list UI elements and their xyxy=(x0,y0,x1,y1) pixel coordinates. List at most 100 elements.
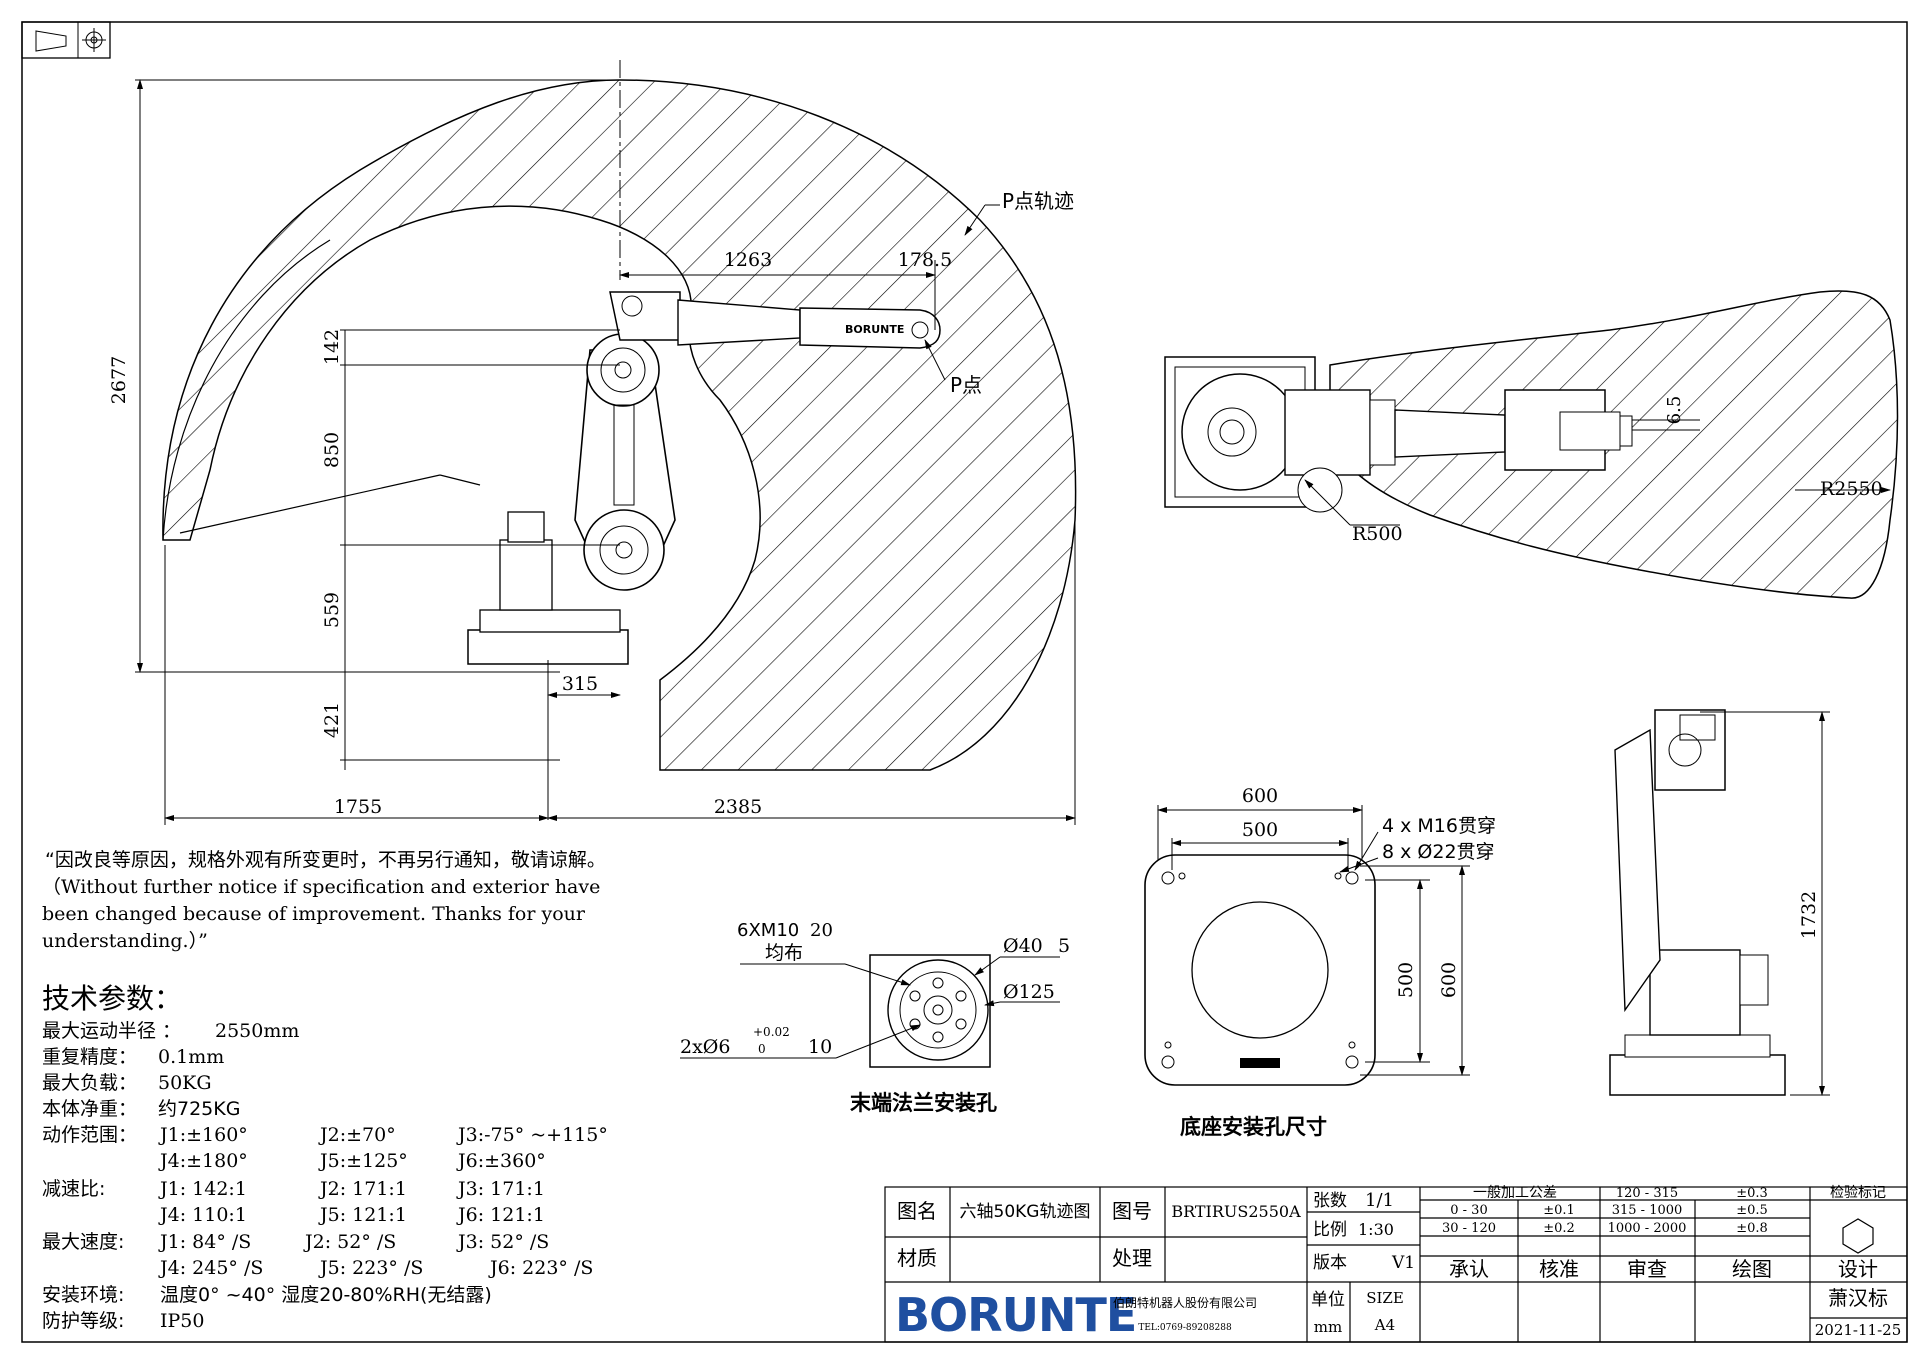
flange-tol-lower: 0 xyxy=(758,1042,766,1056)
notice-block: “因改良等原因，规格外观有所变更时，不再另行通知，敬请谅解。 （Without … xyxy=(42,849,606,952)
dim-421: 421 xyxy=(321,702,343,738)
material-label: 材质 xyxy=(897,1246,937,1270)
env-value: 温度0° ~40° 湿度20-80%RH(无结露) xyxy=(160,1284,492,1306)
front-view-dimensions xyxy=(1700,711,1830,1096)
company-logo: BORUNTE xyxy=(895,1288,1136,1342)
ratio-1-1: J5: 121:1 xyxy=(318,1204,407,1226)
spec-value-0: 2550mm xyxy=(215,1020,299,1042)
tol-0-1: ±0.1 xyxy=(1543,1203,1575,1218)
speed-1-0: J4: 245° /S xyxy=(158,1257,263,1279)
tol-1-3: ±0.5 xyxy=(1736,1203,1768,1218)
top-view-robot xyxy=(1164,356,1633,513)
spec-value-3: 约725KG xyxy=(158,1098,240,1120)
flange-even-callout: 均布 xyxy=(765,942,803,964)
ratio-1-0: J4: 110:1 xyxy=(158,1204,247,1226)
speed-0-0: J1: 84° /S xyxy=(158,1231,251,1253)
tol-0-0: 0 - 30 xyxy=(1450,1203,1487,1218)
side-view-dimensions xyxy=(135,79,1076,825)
flange-pin-callout: 2xØ6 xyxy=(680,1036,730,1058)
ratio-label: 减速比: xyxy=(42,1178,105,1200)
spec-label-2: 最大负载： xyxy=(42,1072,137,1094)
spec-label-1: 重复精度： xyxy=(42,1046,137,1068)
dim-2385: 2385 xyxy=(714,796,762,818)
tol-0-3: ±0.3 xyxy=(1736,1186,1768,1201)
tol-1-0: 30 - 120 xyxy=(1442,1221,1496,1236)
flange-title: 末端法兰安装孔 xyxy=(850,1091,997,1115)
designer-name: 萧汉标 xyxy=(1828,1286,1888,1310)
range-0-1: J2:±70° xyxy=(318,1124,396,1146)
ratio-0-0: J1: 142:1 xyxy=(158,1178,247,1200)
flange-detail xyxy=(869,954,991,1068)
speed-1-1: J5: 223° /S xyxy=(318,1257,423,1279)
speed-label: 最大速度: xyxy=(42,1231,124,1253)
dim-2677: 2677 xyxy=(108,356,130,404)
ratio-0-1: J2: 171:1 xyxy=(318,1178,407,1200)
spec-value-2: 50KG xyxy=(158,1072,212,1094)
front-view-robot xyxy=(1609,709,1786,1096)
p-point-label: P点 xyxy=(950,373,982,397)
base-holes-m16: 4 x M16贯穿 xyxy=(1382,815,1496,837)
dim-315: 315 xyxy=(562,673,598,695)
scale-label: 比例 xyxy=(1313,1220,1347,1240)
dim-r2550: R2550 xyxy=(1820,478,1883,500)
title-block xyxy=(884,1186,1908,1343)
flange-d40-depth: 5 xyxy=(1058,935,1070,957)
role-approve: 承认 xyxy=(1449,1257,1489,1281)
range-0-0: J1:±160° xyxy=(158,1124,248,1146)
drawing-name-label: 图名 xyxy=(897,1199,937,1223)
drawing-name: 六轴50KG轨迹图 xyxy=(960,1202,1091,1222)
side-view-robot: BORUNTE xyxy=(467,291,941,665)
drawing-no-label: 图号 xyxy=(1112,1199,1152,1223)
flange-d40-callout: Ø40 xyxy=(1003,935,1043,957)
role-draw: 绘图 xyxy=(1732,1257,1772,1281)
spec-label-3: 本体净重： xyxy=(42,1098,137,1120)
projection-symbol-icon xyxy=(21,21,111,59)
version-label: 版本 xyxy=(1313,1253,1347,1273)
range-label: 动作范围： xyxy=(42,1124,137,1146)
title-block-text: 图名 六轴50KG轨迹图 图号 BRTIRUS2550A 材质 处理 张数 1/… xyxy=(895,1185,1901,1342)
ratio-1-2: J6: 121:1 xyxy=(456,1204,545,1226)
range-1-1: J5:±125° xyxy=(318,1150,408,1172)
notice-line-3: been changed because of improvement. Tha… xyxy=(42,903,586,925)
role-review: 审查 xyxy=(1627,1257,1667,1281)
dim-r500: R500 xyxy=(1352,523,1403,545)
notice-line-4: understanding.）” xyxy=(42,930,208,952)
notice-line-1: “因改良等原因，规格外观有所变更时，不再另行通知，敬请谅解。 xyxy=(45,849,606,871)
spec-label-0: 最大运动半径 ： xyxy=(42,1020,181,1042)
notice-line-2: （Without further notice if specification… xyxy=(42,876,600,898)
top-view-dimensions xyxy=(1304,419,1891,526)
dim-178-5: 178.5 xyxy=(898,249,952,271)
unit-label: 单位 xyxy=(1311,1290,1345,1310)
tolerance-title: 一般加工公差 xyxy=(1473,1185,1557,1201)
role-verify: 核准 xyxy=(1539,1257,1579,1281)
base-dim-500-top: 500 xyxy=(1242,819,1278,841)
speed-0-1: J2: 52° /S xyxy=(303,1231,396,1253)
spec-value-1: 0.1mm xyxy=(158,1046,224,1068)
drawing-no: BRTIRUS2550A xyxy=(1171,1202,1301,1221)
flange-tol-upper: +0.02 xyxy=(753,1025,790,1039)
dim-142: 142 xyxy=(321,329,343,365)
range-1-0: J4:±180° xyxy=(158,1150,248,1172)
size-label: SIZE xyxy=(1366,1289,1404,1307)
env-label: 安装环境: xyxy=(42,1284,124,1306)
protect-label: 防护等级: xyxy=(42,1310,124,1332)
scale-value: 1:30 xyxy=(1358,1220,1394,1239)
ratio-0-2: J3: 171:1 xyxy=(456,1178,545,1200)
flange-pin-depth: 10 xyxy=(808,1036,832,1058)
range-1-2: J6:±360° xyxy=(456,1150,546,1172)
role-design: 设计 xyxy=(1838,1257,1878,1281)
flange-d125-callout: Ø125 xyxy=(1003,981,1055,1003)
protect-value: IP50 xyxy=(160,1310,204,1332)
arm-brand-mark: BORUNTE xyxy=(845,323,904,336)
tol-1-1: ±0.2 xyxy=(1543,1221,1575,1236)
speed-0-2: J3: 52° /S xyxy=(456,1231,549,1253)
base-detail xyxy=(1144,854,1376,1086)
dim-850: 850 xyxy=(321,432,343,468)
process-label: 处理 xyxy=(1112,1246,1152,1270)
dim-1755: 1755 xyxy=(334,796,382,818)
company-name: 伯朗特机器人股份有限公司 xyxy=(1113,1295,1257,1310)
tol-2-2: 1000 - 2000 xyxy=(1608,1221,1687,1236)
specs-block: 技术参数： 最大运动半径 ： 2550mm 重复精度： 0.1mm 最大负载： … xyxy=(42,982,608,1332)
